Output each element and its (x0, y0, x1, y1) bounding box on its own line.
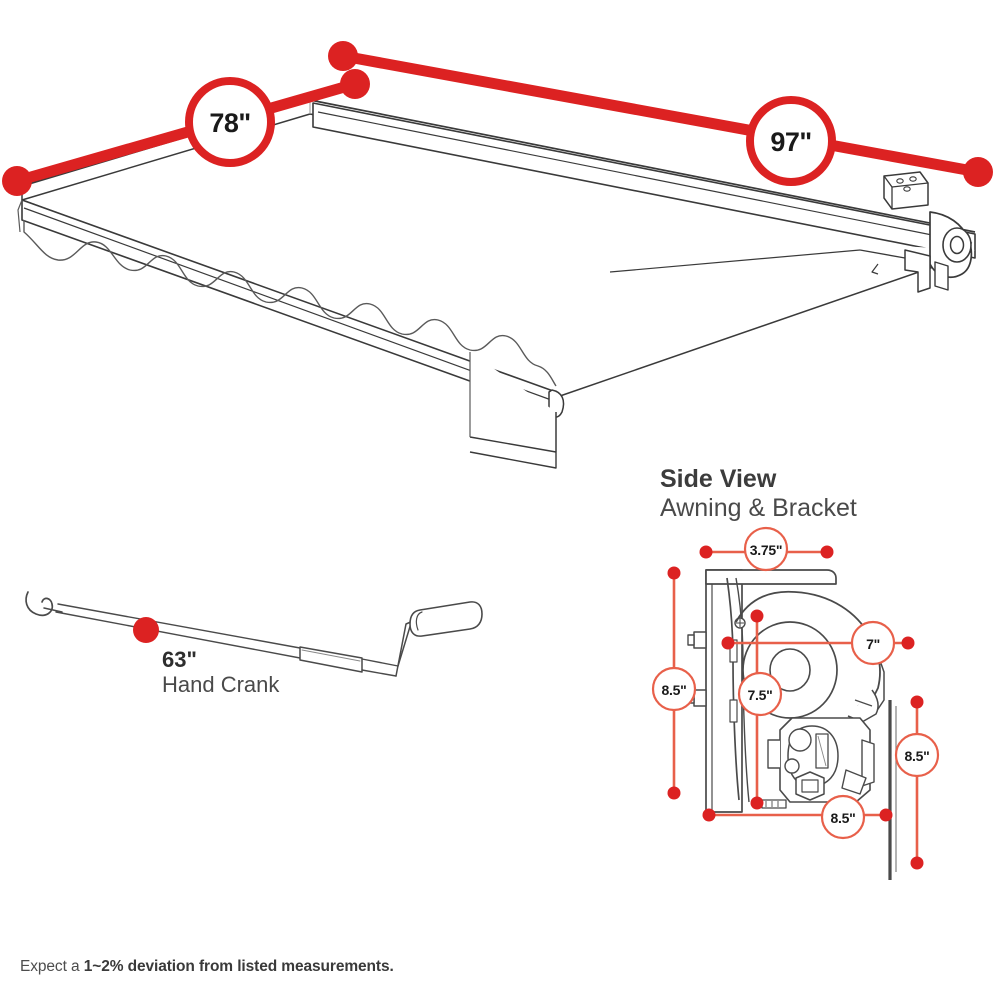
main-dimension-lines: 78" 97" (2, 41, 993, 196)
dimension-97-label: 97" (770, 127, 811, 157)
side-view-bracket-drawing (687, 569, 897, 880)
dimension-78-endpoint-right (340, 69, 370, 99)
side-view-dimension-lines: 3.75" 8.5" 7.5" 7" (651, 526, 940, 870)
sv-dimension-3-75: 3.75" (699, 526, 834, 572)
dimension-78-badge (185, 77, 275, 167)
sv-dimension-left-8-5-badge (651, 666, 697, 712)
sv-dimension-3-75-label: 3.75" (750, 542, 782, 558)
sv-dimension-7-badge (850, 620, 896, 666)
sv-dimension-7: 7" (721, 620, 915, 666)
dimension-78-line (11, 78, 361, 187)
sv-dimension-7-label: 7" (866, 636, 880, 652)
sv-dimension-7-5-badge (737, 671, 783, 717)
dimension-78: 78" (2, 69, 370, 196)
sv-dimension-7-5-label: 7.5" (748, 687, 773, 703)
dimension-97: 97" (328, 41, 993, 187)
sv-dimension-bottom-8-5: 8.5" (702, 794, 893, 840)
side-view-title-line2: Awning & Bracket (660, 494, 857, 522)
sv-dimension-left-8-5-label: 8.5" (662, 682, 687, 698)
dimension-97-endpoint-right (963, 157, 993, 187)
sv-dimension-left-8-5: 8.5" (651, 566, 697, 800)
hand-crank-dot (133, 617, 159, 643)
sv-dimension-right-8-5-label: 8.5" (905, 748, 930, 764)
disclaimer-prefix: Expect a (20, 958, 84, 975)
sv-dimension-right-8-5-badge (894, 732, 940, 778)
sv-dimension-right-8-5: 8.5" (894, 695, 940, 870)
sv-dimension-7-5: 7.5" (737, 609, 783, 810)
sv-dimension-bottom-8-5-badge (820, 794, 866, 840)
hand-crank-annotation: 63" Hand Crank (133, 617, 280, 697)
dimension-97-endpoint-left (328, 41, 358, 71)
hand-crank-drawing (25, 591, 483, 677)
hand-crank-name-label: Hand Crank (162, 672, 280, 697)
sv-dimension-3-75-badge (743, 526, 789, 572)
dimension-97-line (337, 50, 984, 178)
dimension-78-label: 78" (209, 108, 250, 138)
side-view-title-line1: Side View (660, 465, 777, 493)
sv-dimension-bottom-8-5-label: 8.5" (831, 810, 856, 826)
hand-crank-measure-label: 63" (162, 647, 197, 672)
dimension-78-endpoint-left (2, 166, 32, 196)
deviation-disclaimer: Expect a 1~2% deviation from listed meas… (20, 958, 394, 976)
dimension-97-badge (746, 96, 836, 186)
side-view-title: Side View Awning & Bracket (660, 465, 857, 522)
disclaimer-emphasis: 1~2% deviation from listed measurements. (83, 958, 394, 975)
